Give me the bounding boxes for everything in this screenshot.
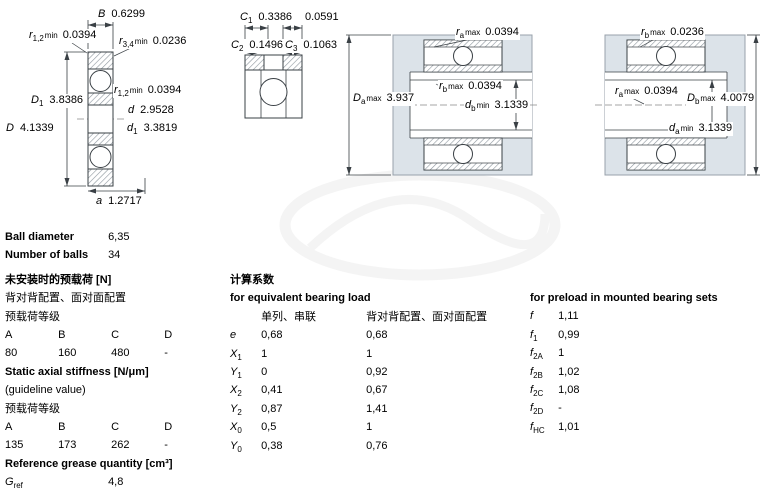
factor-row-y0: Y0 0,38 0,76 [230,439,388,454]
preload-headers: A B C D [5,326,229,344]
preload-value-a: 80 [5,347,18,360]
grease-symbol: Gref [5,476,23,491]
preload-header-c: C [111,328,120,341]
ball-diameter-value: 6,35 [108,231,130,243]
preload-values: 80 160 480 - [5,344,229,362]
factor-row-y1: Y1 0 0,92 [230,365,388,381]
grease-value: 4,8 [108,476,124,489]
preload-factor-row-f: f 1,11 [530,310,579,323]
grease-title: Reference grease quantity [cm³] [5,457,173,470]
preload-header-d: D [164,328,173,341]
preload-class-label: 预载荷等级 [5,310,60,323]
stiffness-values: 135 173 262 - [5,436,229,454]
factor-row-y2: Y2 0,87 1,41 [230,402,388,417]
factor-row-x0: X0 0,5 1 [230,421,373,436]
preload-factor-row-f2a: f2A 1 [530,347,565,362]
preload-factors-table: for preload in mounted bearing sets f 1,… [530,289,780,436]
watermark [279,169,561,281]
preload-factors-title: for preload in mounted bearing sets [530,292,718,304]
stiffness-class-label: 预载荷等级 [5,402,60,415]
stiffness-header-b: B [58,420,66,433]
ball-diameter-row: Ball diameter 6,35 [5,228,229,246]
preload-factor-row-f1: f1 0,99 [530,328,580,343]
stiffness-value-d: - [164,439,168,452]
calculation-factors-table: 计算系数 for equivalent bearing load 单列、串联 背… [230,271,530,455]
preload-factor-row-f2b: f2B 1,02 [530,365,580,380]
factor-row-x2: X2 0,41 0,67 [230,384,388,399]
preload-factor-row-f2c: f2C 1,08 [530,383,580,399]
spec-table: Ball diameter 6,35 Number of balls 34 未安… [5,228,229,491]
preload-title: 未安装时的预载荷 [N] [5,273,112,286]
preload-header-b: B [58,328,66,341]
number-of-balls-row: Number of balls 34 [5,246,229,264]
preload-value-c: 480 [111,347,130,360]
preload-value-b: 160 [58,347,77,360]
stiffness-subtitle: (guideline value) [5,384,86,397]
stiffness-headers: A B C D [5,418,229,436]
stiffness-header-d: D [164,420,173,433]
grease-row: Gref 4,8 [5,473,229,491]
stiffness-value-a: 135 [5,439,24,452]
factor-row-x1: X1 1 1 [230,347,373,362]
drawing-housing-abutment [346,34,540,176]
stiffness-header-c: C [111,420,120,433]
factors-subtitle: for equivalent bearing load [230,292,371,305]
technical-drawings [64,20,760,281]
preload-value-d: - [164,347,168,360]
stiffness-title: Static axial stiffness [N/μm] [5,365,149,378]
factors-col1-header: 单列、串联 [261,310,317,323]
factors-column-headers: 单列、串联 背对背配置、面对面配置 [230,308,530,326]
preload-header-a: A [5,328,13,341]
stiffness-header-a: A [5,420,13,433]
stiffness-value-c: 262 [111,439,130,452]
factors-title: 计算系数 [230,274,274,286]
factor-row-e: e 0,68 0,68 [230,329,388,342]
dim-aux-width: 0.0591 [298,11,340,26]
preload-factor-row-fhc: fHC 1,01 [530,420,580,435]
number-of-balls-label: Number of balls [5,249,89,262]
stiffness-value-b: 173 [58,439,77,452]
preload-factor-row-f2d: f2D - [530,402,562,417]
number-of-balls-value: 34 [108,249,121,262]
drawing-bearing-width-view [244,24,303,119]
preload-subtitle: 背对背配置、面对面配置 [5,292,126,305]
drawing-bearing-cross-section [64,20,147,194]
ball-diameter-label: Ball diameter [5,231,75,243]
factors-col2-header: 背对背配置、面对面配置 [366,310,488,323]
